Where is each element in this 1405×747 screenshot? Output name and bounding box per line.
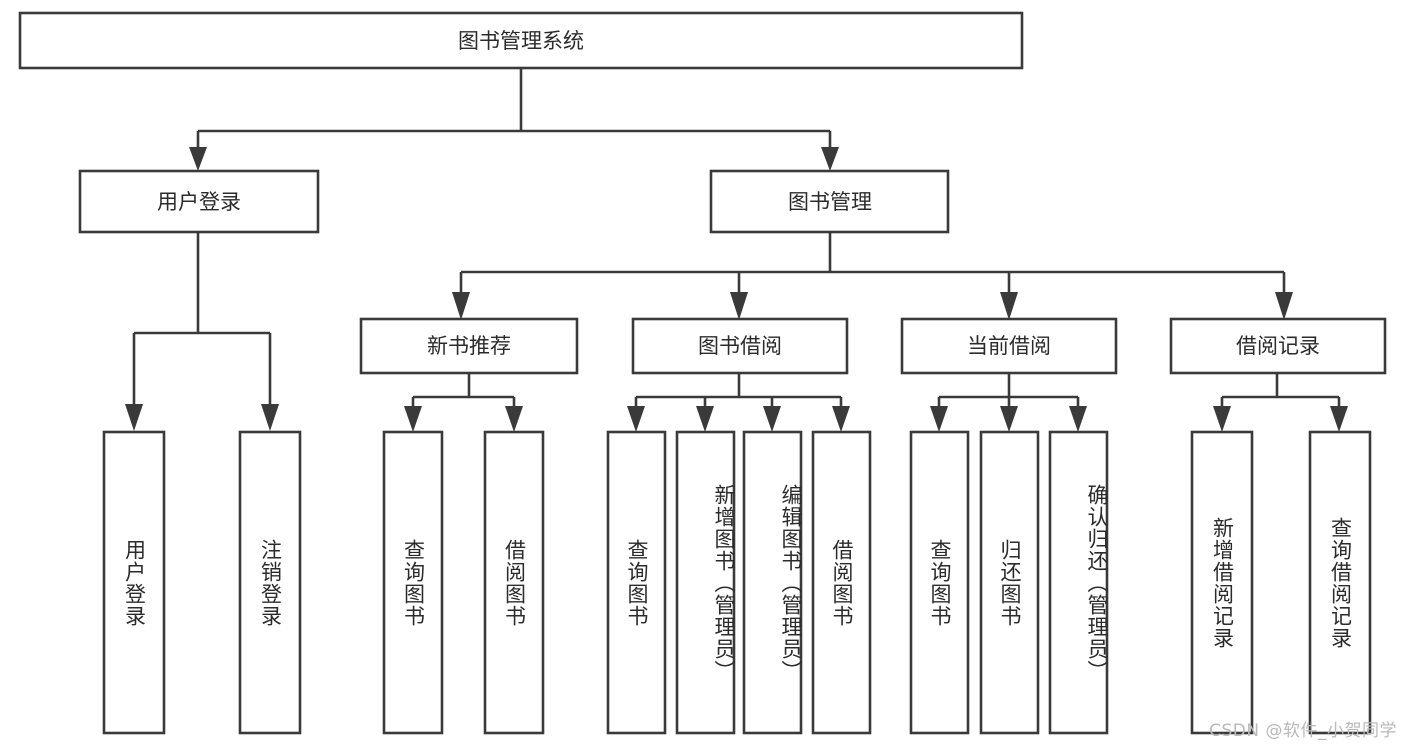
- connector-layer: [125, 68, 1348, 432]
- node-new-book-recommend-label: 新书推荐: [427, 334, 511, 358]
- arrowhead-cb-leaf-2: [1000, 406, 1018, 432]
- watermark-text: CSDN @软件_小贺同学: [1209, 721, 1397, 741]
- node-user-login-label: 用户登录: [157, 190, 241, 214]
- node-borrow-record[interactable]: [1169, 317, 1387, 375]
- node-current-borrow-label: 当前借阅: [967, 334, 1051, 358]
- node-current-borrow[interactable]: [900, 317, 1118, 375]
- node-leaf-query-book-1[interactable]: [382, 430, 444, 735]
- arrowhead-rc-leaf-1: [1213, 406, 1231, 432]
- arrowhead-nb-leaf-2: [505, 406, 523, 432]
- node-leaf-user-login[interactable]: [102, 430, 166, 735]
- node-leaf-confirm-return[interactable]: [1048, 430, 1109, 735]
- node-leaf-borrow-book-1[interactable]: [483, 430, 545, 735]
- node-leaf-query-record[interactable]: [1308, 430, 1372, 735]
- arrowhead-bw-leaf-3: [763, 406, 781, 432]
- node-leaf-borrow-book-2[interactable]: [811, 430, 872, 735]
- arrowhead-bw-leaf-2: [696, 406, 714, 432]
- node-book-borrow-label: 图书借阅: [698, 334, 782, 358]
- node-borrow-record-label: 借阅记录: [1236, 334, 1320, 358]
- arrowhead-new-book: [452, 292, 470, 320]
- node-leaf-add-record[interactable]: [1190, 430, 1254, 735]
- node-layer: [18, 11, 1387, 735]
- arrowhead-cb-leaf-1: [930, 406, 948, 432]
- node-new-book-recommend[interactable]: [359, 317, 579, 375]
- node-root[interactable]: [18, 11, 1024, 70]
- arrowhead-bw-leaf-4: [832, 406, 850, 432]
- arrowhead-nb-leaf-1: [404, 406, 422, 432]
- node-leaf-logout[interactable]: [238, 430, 302, 735]
- node-book-management-label: 图书管理: [788, 190, 872, 214]
- arrowhead-book-mgmt: [821, 147, 839, 171]
- arrowhead-record: [1275, 292, 1293, 320]
- node-book-borrow[interactable]: [631, 317, 849, 375]
- arrowhead-bw-leaf-1: [627, 406, 645, 432]
- arrowhead-user-login: [189, 147, 207, 171]
- node-leaf-query-book-3[interactable]: [909, 430, 970, 735]
- node-leaf-query-book-2[interactable]: [606, 430, 667, 735]
- node-leaf-edit-book[interactable]: [742, 430, 803, 735]
- arrowhead-leaf-logout: [261, 404, 279, 431]
- arrowhead-rc-leaf-2: [1330, 406, 1348, 432]
- arrowhead-borrow: [730, 292, 748, 320]
- arrowhead-cb-leaf-3: [1069, 406, 1087, 432]
- node-root-label: 图书管理系统: [458, 29, 584, 53]
- arrowhead-current: [1000, 292, 1018, 320]
- node-user-login[interactable]: [78, 169, 320, 234]
- node-leaf-add-book[interactable]: [675, 430, 736, 735]
- node-leaf-return-book[interactable]: [979, 430, 1040, 735]
- arrowhead-leaf-user-login: [125, 404, 143, 431]
- horizontal-label-layer: 图书管理系统 用户登录 图书管理 新书推荐 图书借阅 当前借阅 借阅记录: [157, 29, 1320, 358]
- node-book-management[interactable]: [709, 169, 950, 234]
